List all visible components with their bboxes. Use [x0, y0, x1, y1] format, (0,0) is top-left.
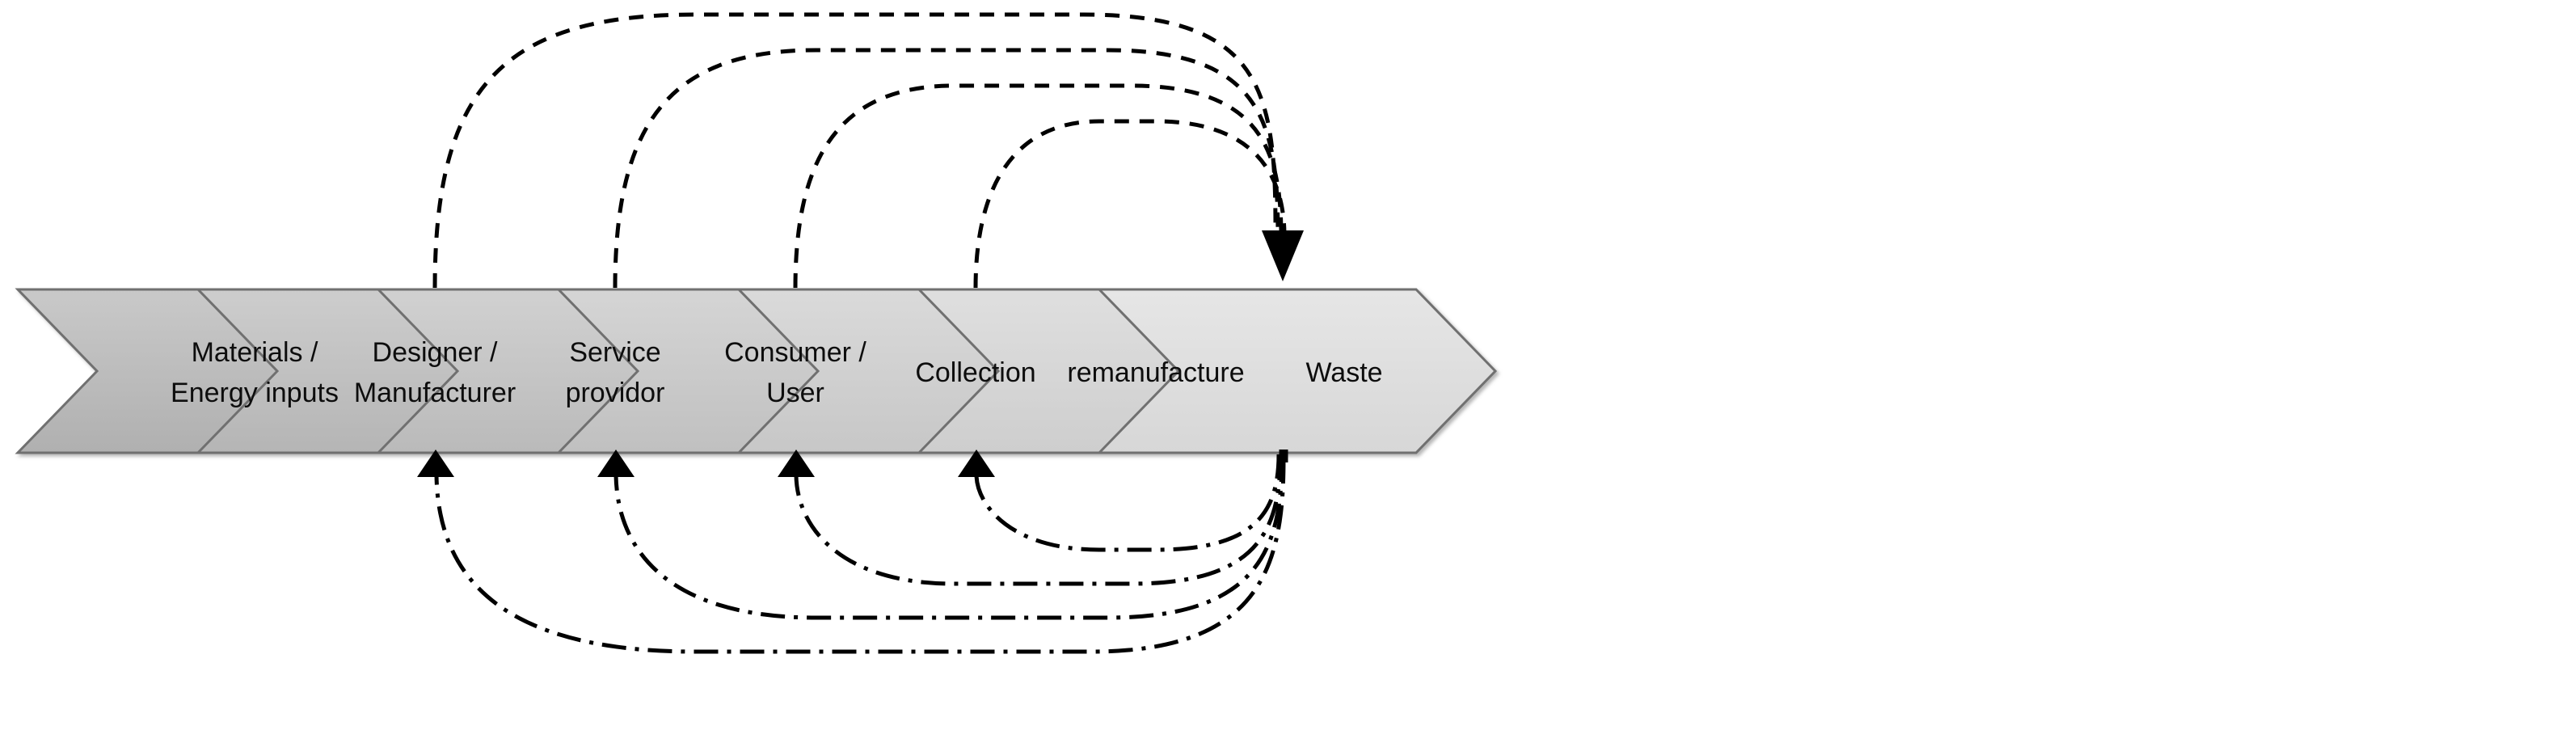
feedback-arrowhead-up-collection — [958, 450, 995, 477]
chevron-label-materials-line2: Energy inputs — [171, 378, 339, 408]
feedback-dashed-from-consumer — [793, 83, 1284, 289]
lower-feedback-arrowheads-group — [417, 450, 995, 477]
feedback-dashdot-to-consumer — [794, 455, 1283, 586]
chevron-stages-group — [15, 288, 1498, 454]
chevron-label-waste: Waste — [1305, 357, 1382, 388]
feedback-dashdot-to-designer — [434, 458, 1286, 654]
chevron-label-materials-line1: Materials / — [192, 337, 318, 368]
feedback-dashdot-to-service — [613, 457, 1284, 620]
lower-feedback-loops-group — [434, 454, 1286, 654]
feedback-dashdot-to-collection — [974, 454, 1281, 552]
chevron-shape-waste — [1096, 288, 1498, 454]
chevron-label-consumer-line1: Consumer / — [724, 337, 866, 368]
chevron-label-designer-line1: Designer / — [373, 337, 499, 368]
feedback-arrowhead-up-consumer — [778, 450, 815, 477]
feedback-dashed-from-collection — [973, 119, 1287, 289]
feedback-dashed-arrowhead-down — [1262, 230, 1304, 281]
chevron-label-designer-line2: Manufacturer — [354, 378, 516, 408]
feedback-dashed-from-designer — [432, 12, 1278, 289]
feedback-arrowhead-up-designer — [417, 450, 454, 477]
chevron-label-consumer-line2: User — [766, 378, 824, 408]
chevron-label-collection: Collection — [915, 357, 1035, 388]
feedback-dashed-from-service — [613, 48, 1280, 289]
chevron-labels-group: Materials / Energy inputs Designer / Man… — [171, 337, 1383, 408]
chevron-label-service-line2: providor — [566, 378, 665, 408]
chevron-label-service-line1: Service — [569, 337, 660, 368]
upper-feedback-loops-group — [432, 12, 1287, 289]
feedback-arrowhead-up-service — [597, 450, 635, 477]
chevron-stage-waste[interactable] — [1096, 288, 1498, 454]
chevron-label-remanufacture: remanufacture — [1067, 357, 1244, 388]
